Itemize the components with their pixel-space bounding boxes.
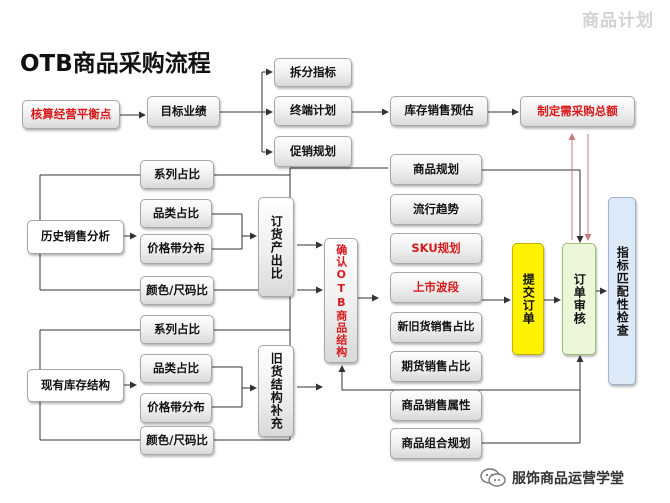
confirm-otb-structure-node: 确认OTB商品结构: [324, 238, 358, 363]
stock-price-node: 价格带分布: [140, 393, 212, 423]
history-price-node: 价格带分布: [140, 234, 212, 264]
wechat-icon: [480, 468, 506, 487]
terminal-plan-node: 终端计划: [274, 96, 352, 126]
watermark: 商品计划: [582, 11, 654, 31]
split-indicator-node: 拆分指标: [274, 58, 352, 87]
stock-category-node: 品类占比: [140, 354, 212, 383]
stock-structure-node: 现有库存结构: [27, 369, 124, 402]
order-output-ratio-node: 订货产出比: [258, 197, 294, 297]
submit-order-node: 提交订单: [512, 243, 544, 355]
history-color-size-node: 颜色/尺码比: [140, 276, 214, 305]
stock-color-size-node: 颜色/尺码比: [140, 426, 214, 455]
product-plan-node: 商品规划: [390, 154, 482, 185]
indicator-match-check-node: 指标匹配性检查: [608, 197, 636, 385]
promo-plan-node: 促销规划: [274, 136, 352, 167]
sku-plan-node: SKU规划: [390, 233, 482, 264]
inventory-forecast-node: 库存销售预估: [390, 96, 488, 126]
trend-node: 流行趋势: [390, 194, 482, 225]
target-performance-node: 目标业绩: [147, 96, 220, 127]
launch-wave-node: 上市波段: [390, 272, 482, 303]
wechat-account: 服饰商品运营学堂: [480, 467, 624, 489]
sales-attribute-node: 商品销售属性: [390, 390, 482, 421]
new-old-sales-ratio-node: 新旧货销售占比: [390, 312, 482, 343]
order-review-node: 订单审核: [562, 243, 596, 355]
budget-total-node: 制定需采购总额: [520, 96, 635, 127]
history-category-node: 品类占比: [140, 199, 212, 228]
combo-plan-node: 商品组合规划: [390, 428, 482, 459]
wechat-account-name: 服饰商品运营学堂: [512, 471, 624, 487]
stock-series-node: 系列占比: [140, 315, 214, 344]
history-analysis-node: 历史销售分析: [27, 220, 124, 254]
old-stock-supplement-node: 旧货结构补充: [258, 345, 294, 437]
breakeven-node: 核算经营平衡点: [22, 100, 120, 129]
history-series-node: 系列占比: [140, 160, 214, 189]
page-title: OTB商品采购流程: [20, 51, 211, 77]
futures-sales-ratio-node: 期货销售占比: [390, 351, 482, 382]
